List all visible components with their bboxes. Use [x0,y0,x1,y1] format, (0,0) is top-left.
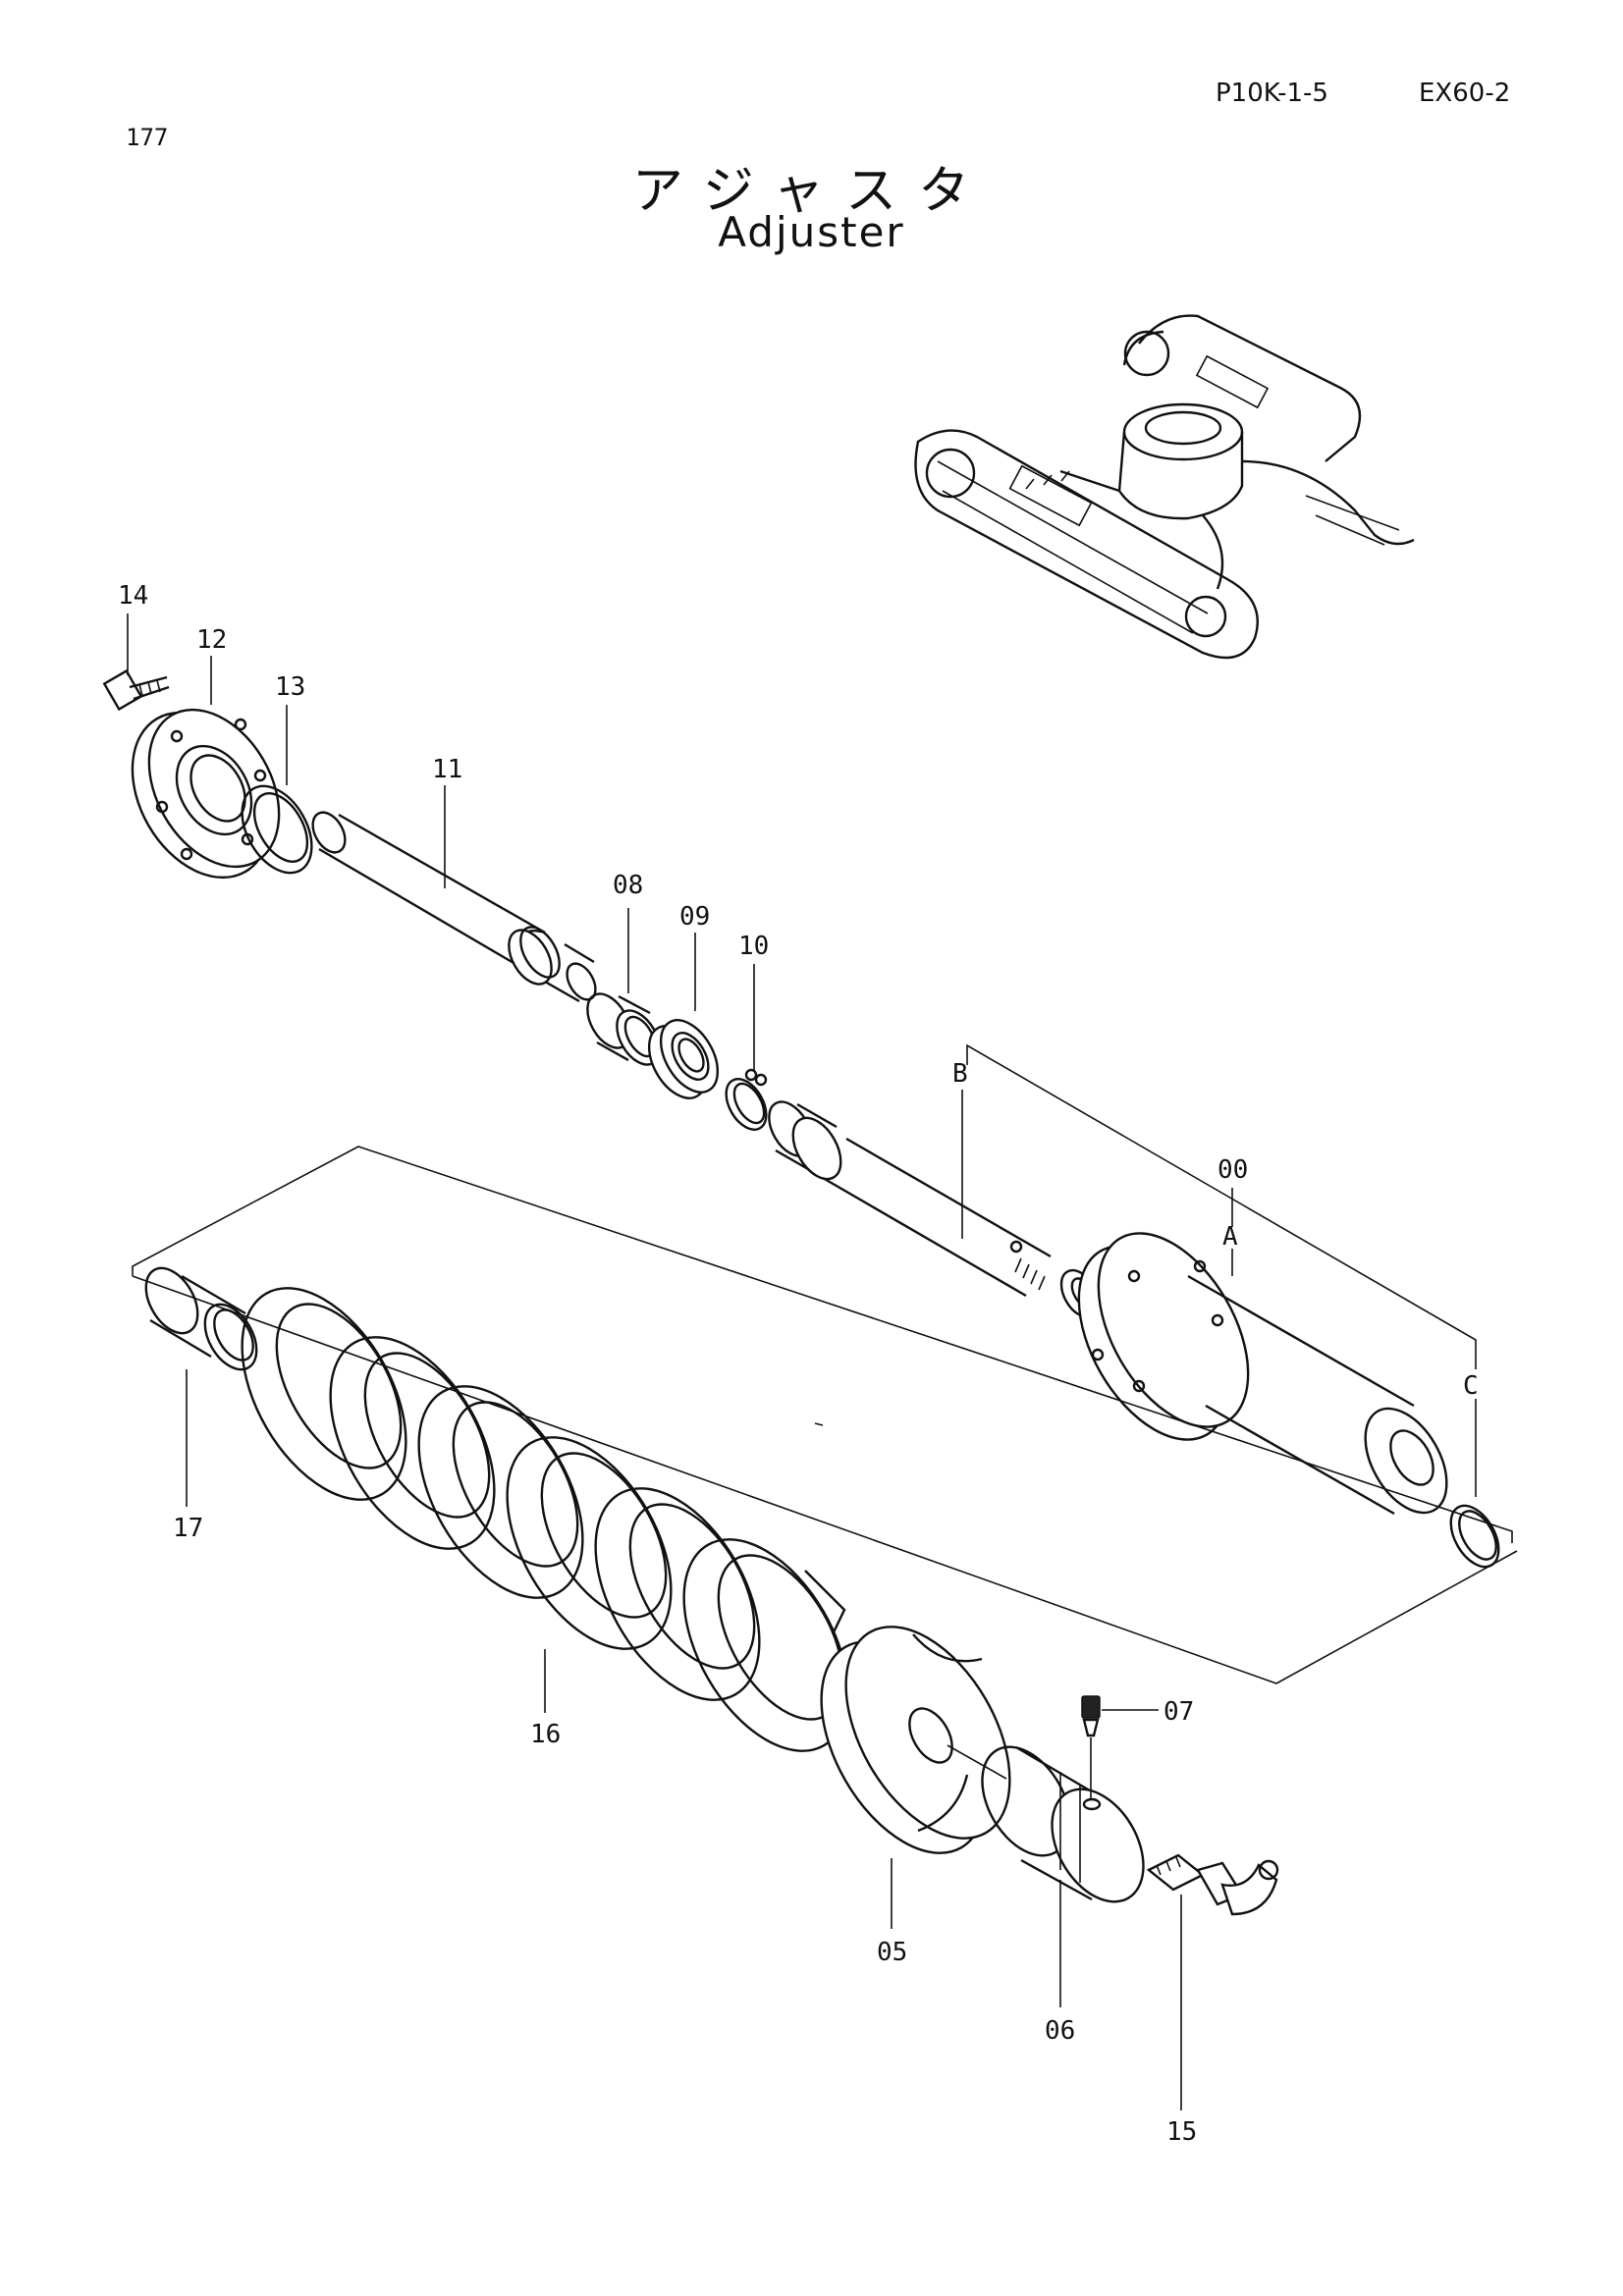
undercarriage-overview-drawing [914,314,1415,660]
callout-07: 07 [1163,1697,1194,1727]
part-05-retainer [820,1626,1011,1929]
part-09-seal [647,933,720,1099]
part-17-spacer [144,1266,258,1507]
callout-05: 05 [877,1938,907,1967]
part-06-valve-body [981,1745,1145,2007]
callout-c: C [1463,1371,1479,1401]
model-code: EX60-2 [1419,79,1511,108]
callout-a: A [1222,1222,1238,1252]
part-16-spring [241,1287,849,1752]
part-a-cylinder [1077,1232,1448,1516]
callout-09: 09 [679,902,710,932]
part-11-rod [311,785,597,1003]
part-13-ring [241,705,313,875]
callout-13: 13 [275,672,305,702]
callout-08: 08 [613,871,643,900]
callout-14: 14 [118,581,148,611]
callout-06: 06 [1045,2016,1075,2046]
callout-16: 16 [530,1720,561,1749]
callout-10: 10 [738,932,769,961]
part-12-flange [131,656,281,880]
callout-00: 00 [1217,1155,1248,1185]
title-english: Adjuster [718,208,905,256]
part-15-elbow-fitting [1146,1853,1279,2110]
part-10-snap-ring [725,964,768,1131]
callout-11: 11 [432,755,462,784]
callout-17: 17 [173,1514,203,1543]
part-07-grease-fitting [1081,1695,1159,1798]
part-c-o-ring [1449,1399,1500,1569]
callout-b: B [952,1059,968,1089]
callout-12: 12 [196,625,227,655]
title-japanese: アジャスタ [631,162,992,221]
document-code: P10K-1-5 [1216,79,1328,108]
callout-15: 15 [1166,2117,1197,2147]
part-14-bolt [102,614,170,712]
spring-assembly-bracket [132,1146,1518,1684]
page-number: 177 [126,124,169,151]
assembly-00-bracket [966,1043,1477,1369]
part-b-piston-rod [768,1090,1101,1319]
